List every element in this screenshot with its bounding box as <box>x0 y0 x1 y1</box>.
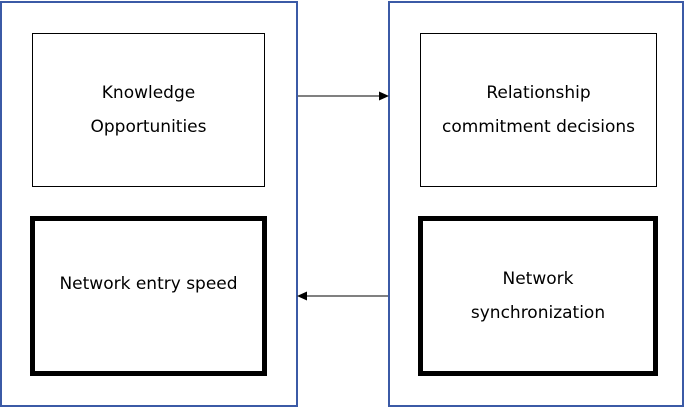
relationship-label: Relationship <box>486 83 591 103</box>
network-synchronization-box: Network synchronization <box>418 216 658 376</box>
commitment-decisions-label: commitment decisions <box>441 117 636 137</box>
relationship-commitment-box: Relationship commitment decisions <box>420 33 657 187</box>
network-entry-speed-label: Network entry speed <box>59 274 238 294</box>
network-label: Network <box>502 269 574 289</box>
knowledge-label: Knowledge <box>101 83 196 103</box>
knowledge-opportunities-box: Knowledge Opportunities <box>32 33 265 187</box>
arrow-left-to-right <box>298 91 389 101</box>
network-entry-speed-box: Network entry speed <box>30 216 267 376</box>
arrow-right-to-left <box>297 291 388 301</box>
opportunities-label: Opportunities <box>90 117 207 137</box>
synchronization-label: synchronization <box>470 303 606 323</box>
